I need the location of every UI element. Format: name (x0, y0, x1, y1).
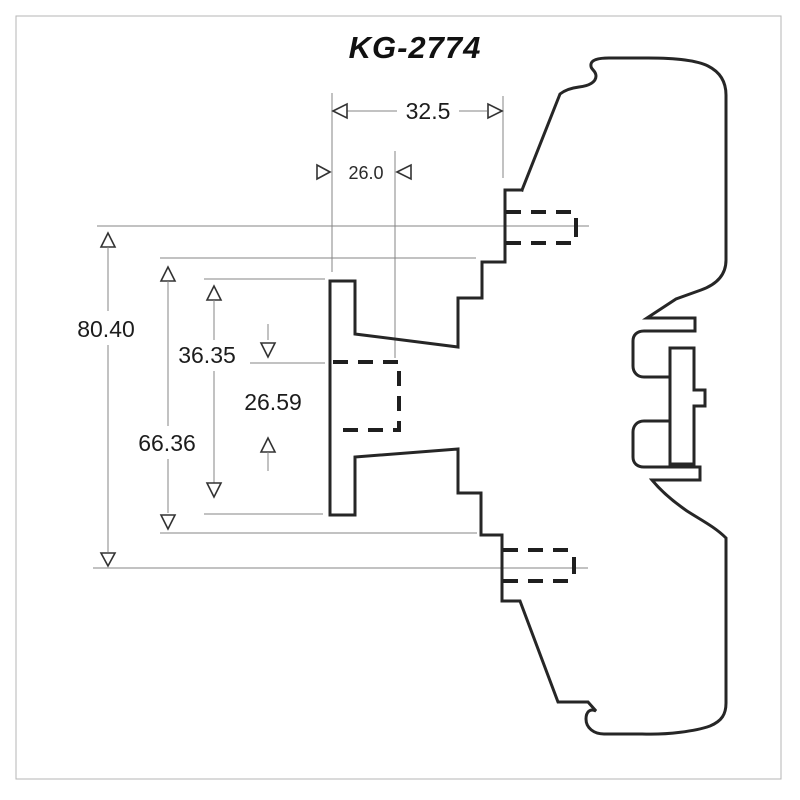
dimension-inner-depth: 26.0 (316, 163, 412, 183)
dim-label-bore-height: 26.59 (244, 389, 302, 415)
arrow-up-icon (205, 284, 223, 301)
drawing-frame (15, 15, 782, 780)
bore-dashed-outline (333, 360, 401, 432)
dimension-overall-height: 80.40 (77, 231, 135, 568)
dim-label-body-height: 66.36 (138, 430, 196, 456)
arrow-down-icon (259, 342, 277, 359)
arrow-up-icon (159, 265, 177, 282)
arrow-down-icon (99, 552, 117, 568)
dimension-body-height: 66.36 (138, 265, 196, 531)
arrow-up-icon (259, 436, 277, 453)
body-upper-outline (520, 56, 728, 379)
drawing-title: KG-2774 (349, 30, 482, 65)
arrow-left-icon (395, 163, 412, 181)
arrow-right-icon (487, 102, 504, 120)
dim-label-inner-depth: 26.0 (348, 163, 383, 183)
dimension-flange-height: 36.35 (178, 284, 236, 499)
hidden-features (333, 210, 578, 583)
body-left-and-lower-outline (328, 188, 728, 736)
dim-label-overall-depth: 32.5 (406, 98, 451, 124)
arrow-down-icon (159, 514, 177, 531)
arrow-down-icon (205, 482, 223, 499)
dim-label-overall-height: 80.40 (77, 316, 135, 342)
extension-lines (93, 93, 589, 569)
dim-label-flange-height: 36.35 (178, 342, 236, 368)
part-outline (328, 56, 728, 736)
dimension-overall-depth: 32.5 (331, 98, 504, 124)
arrow-left-icon (331, 102, 348, 120)
arrow-right-icon (316, 163, 332, 181)
din-clip-bar (668, 346, 707, 466)
arrow-up-icon (99, 231, 117, 248)
dimension-bore-height: 26.59 (244, 324, 302, 471)
